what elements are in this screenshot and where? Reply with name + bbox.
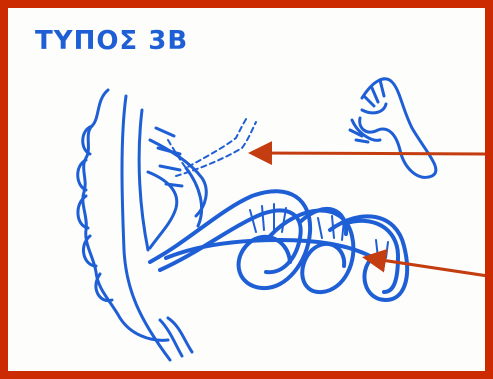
diagram-drawing [8,8,485,371]
colon-drawing [78,90,192,360]
arrow-to-dashed-vessel [254,153,485,154]
coiled-bowel-loop [150,191,407,300]
detached-loop [350,79,436,178]
arrow-to-coiled-loop [368,258,485,276]
dashed-vessel [168,116,256,176]
